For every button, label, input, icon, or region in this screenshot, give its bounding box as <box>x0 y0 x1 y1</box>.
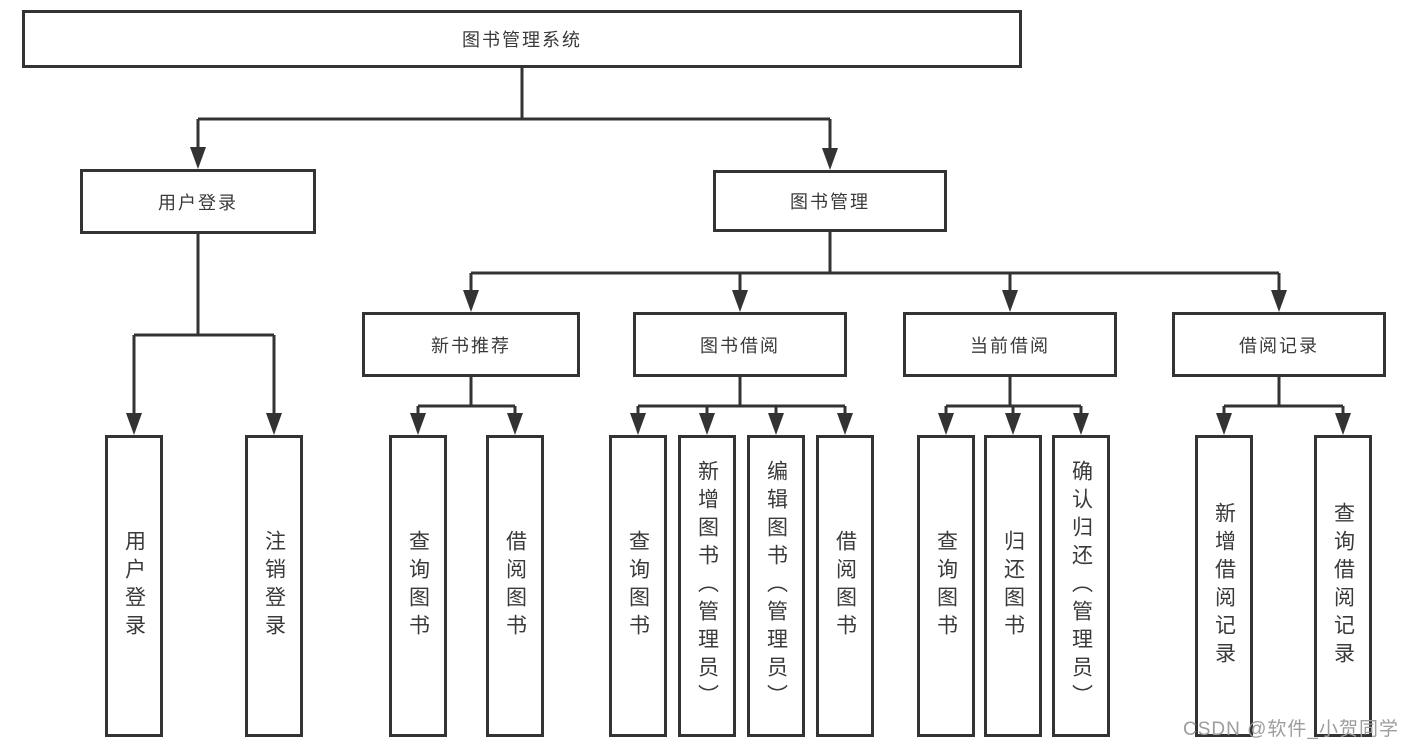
watermark: CSDN @软件_小贺同学 <box>1183 719 1399 740</box>
node-book-borrow-label: 图书借阅 <box>700 335 780 356</box>
node-new-book-recommend: 新书推荐 <box>362 312 580 377</box>
leaf-query-borrow-record: 查询借阅记录 <box>1314 435 1372 737</box>
leaf-confirm-return-admin-label: 确认归还（管理员） <box>1069 460 1093 712</box>
node-borrow-records-label: 借阅记录 <box>1239 335 1319 356</box>
leaf-logout-label: 注销登录 <box>262 530 286 642</box>
leaf-logout: 注销登录 <box>245 435 303 737</box>
leaf-user-login-label: 用户登录 <box>122 530 146 642</box>
leaf-return-books-label: 归还图书 <box>1001 530 1025 642</box>
leaf-return-books: 归还图书 <box>984 435 1042 737</box>
leaf-recommend-borrow-books: 借阅图书 <box>486 435 544 737</box>
leaf-user-login: 用户登录 <box>105 435 163 737</box>
node-user-login-label: 用户登录 <box>158 192 238 213</box>
leaf-borrow-books-label: 借阅图书 <box>833 530 857 642</box>
leaf-add-books-admin: 新增图书（管理员） <box>678 435 736 737</box>
leaf-edit-books-admin: 编辑图书（管理员） <box>747 435 805 737</box>
leaf-add-borrow-record: 新增借阅记录 <box>1195 435 1253 737</box>
leaf-borrow-query-books-label: 查询图书 <box>626 530 650 642</box>
leaf-add-borrow-record-label: 新增借阅记录 <box>1212 502 1236 670</box>
node-root-label: 图书管理系统 <box>462 30 582 50</box>
leaf-confirm-return-admin: 确认归还（管理员） <box>1052 435 1110 737</box>
leaf-current-query-books-label: 查询图书 <box>934 530 958 642</box>
node-root: 图书管理系统 <box>22 10 1022 68</box>
leaf-recommend-query-books: 查询图书 <box>389 435 447 737</box>
leaf-edit-books-admin-label: 编辑图书（管理员） <box>764 460 788 712</box>
node-book-management: 图书管理 <box>713 170 947 232</box>
node-borrow-records: 借阅记录 <box>1172 312 1386 377</box>
leaf-add-books-admin-label: 新增图书（管理员） <box>695 460 719 712</box>
node-book-borrow: 图书借阅 <box>633 312 847 377</box>
leaf-current-query-books: 查询图书 <box>917 435 975 737</box>
node-book-management-label: 图书管理 <box>790 192 870 212</box>
node-current-borrow-label: 当前借阅 <box>970 335 1050 356</box>
leaf-borrow-query-books: 查询图书 <box>609 435 667 737</box>
leaf-recommend-borrow-books-label: 借阅图书 <box>503 530 527 642</box>
leaf-borrow-books: 借阅图书 <box>816 435 874 737</box>
node-user-login: 用户登录 <box>80 169 316 234</box>
leaf-query-borrow-record-label: 查询借阅记录 <box>1331 502 1355 670</box>
node-new-book-recommend-label: 新书推荐 <box>431 335 511 356</box>
leaf-recommend-query-books-label: 查询图书 <box>406 530 430 642</box>
node-current-borrow: 当前借阅 <box>903 312 1117 377</box>
